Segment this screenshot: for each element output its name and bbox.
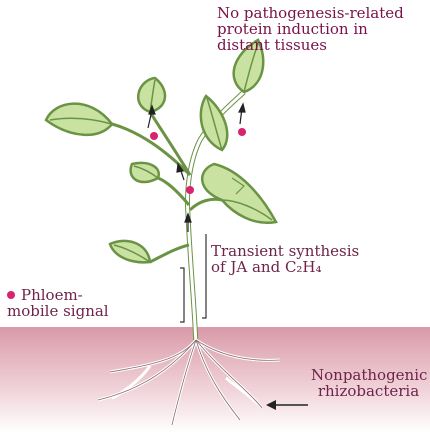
- leaf-left-mid: [131, 163, 159, 182]
- petiole-left-low: [150, 245, 189, 262]
- label-transient-synthesis: Transient synthesis of JA and C₂H₄: [211, 244, 401, 276]
- signal-dot-1: [150, 132, 158, 140]
- label-rhizobacteria: Nonpathogenic rhizobacteria: [311, 368, 426, 400]
- petiole-upper-mid: [150, 112, 190, 175]
- signal-legend-dot: [7, 291, 15, 299]
- petiole-left-mid: [158, 178, 189, 205]
- leaf-mid-right-upper: [201, 96, 227, 150]
- signal-dot-2: [238, 128, 246, 136]
- signal-arrows: [148, 104, 245, 232]
- label-no-pr-induction: No pathogenesis-related protein inductio…: [217, 6, 417, 53]
- label-phloem-signal: Phloem- mobile signal: [7, 288, 127, 320]
- label-no-pr-induction-line3: distant tissues: [217, 38, 417, 54]
- leaf-top-left: [46, 104, 112, 135]
- petiole-right-low: [190, 199, 222, 210]
- label-phloem-line2: mobile signal: [7, 304, 127, 320]
- leaf-left-low: [110, 241, 150, 262]
- leaf-infected: [202, 164, 276, 223]
- bracket-transient: [180, 268, 184, 322]
- label-transient-line2: of JA and C₂H₄: [211, 260, 401, 276]
- label-rhizo-line2: rhizobacteria: [311, 384, 426, 400]
- signal-dot-3: [186, 186, 194, 194]
